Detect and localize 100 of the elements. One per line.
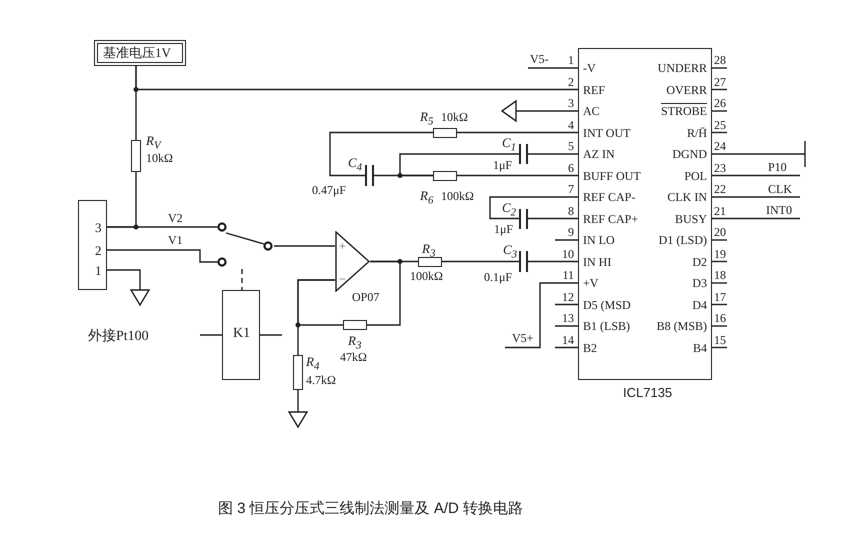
value-label: 10kΩ bbox=[146, 151, 173, 165]
pin-number: 3 bbox=[567, 96, 574, 110]
mechanical-link bbox=[241, 269, 243, 290]
pin-number: 7 bbox=[567, 182, 574, 196]
pin-name: R/H̄ bbox=[686, 126, 707, 140]
wire bbox=[135, 66, 137, 140]
signal-label: V5- bbox=[530, 52, 549, 66]
op-amp-symbol bbox=[335, 231, 370, 292]
pin-number: 2 bbox=[95, 244, 102, 258]
value-label: 100kΩ bbox=[441, 189, 474, 203]
component-label: R$_{3}$ bbox=[348, 334, 362, 352]
pin-number: 4 bbox=[567, 118, 574, 132]
pin-name: REF CAP- bbox=[583, 190, 636, 204]
pin-name: D5 (MSD bbox=[583, 298, 631, 312]
pin-name: B8 (MSB) bbox=[656, 319, 707, 333]
pin-number: 13 bbox=[561, 311, 574, 325]
wire bbox=[297, 279, 335, 355]
pin-number: 23 bbox=[714, 160, 726, 174]
value-label: 47kΩ bbox=[340, 350, 367, 364]
pin-number: 12 bbox=[561, 290, 574, 304]
capacitor-symbol bbox=[365, 165, 374, 186]
pin-number: 11 bbox=[561, 268, 574, 282]
pin-number: 5 bbox=[567, 139, 574, 153]
signal-label: V2 bbox=[168, 211, 183, 225]
signal-label: P10 bbox=[768, 160, 787, 174]
resistor-symbol bbox=[433, 128, 457, 138]
input-sign: − bbox=[339, 272, 346, 286]
component-label: C$_{1}$ bbox=[502, 136, 516, 155]
pin-name: BUSY bbox=[674, 212, 707, 226]
pin-name: CLK IN bbox=[667, 190, 707, 204]
chip-label: ICL7135 bbox=[623, 386, 672, 400]
pin-name: POL bbox=[684, 168, 707, 182]
wire bbox=[457, 174, 578, 176]
component-label: C$_{3}$ bbox=[503, 243, 518, 262]
component-label: R$_{4}$ bbox=[306, 355, 320, 374]
pin-number: 20 bbox=[714, 225, 726, 239]
pin-name: B2 bbox=[583, 340, 598, 354]
input-sign: + bbox=[339, 239, 346, 253]
pin-number: 1 bbox=[95, 264, 102, 278]
reference-voltage-box bbox=[94, 40, 186, 66]
pin-name: D1 (LSD) bbox=[658, 233, 707, 247]
wire bbox=[442, 260, 519, 262]
pin-name: OVERR bbox=[666, 82, 707, 96]
wire bbox=[399, 153, 519, 176]
pin-number: 26 bbox=[714, 96, 726, 110]
value-label: 1μF bbox=[493, 158, 512, 172]
capacitor-symbol bbox=[519, 208, 528, 228]
pin-number: 3 bbox=[95, 221, 102, 235]
pin-name: BUFF OUT bbox=[583, 168, 641, 182]
capacitor-symbol bbox=[519, 144, 528, 164]
signal-label: V5+ bbox=[512, 331, 534, 345]
component-label: C$_{4}$ bbox=[348, 156, 362, 175]
wire bbox=[107, 249, 218, 263]
capacitor-symbol bbox=[519, 251, 528, 272]
pin-name: B4 bbox=[692, 340, 707, 354]
pin-number: 14 bbox=[561, 332, 574, 346]
resistor-symbol bbox=[418, 256, 442, 266]
pin-name: B1 (LSB) bbox=[583, 319, 630, 333]
signal-label: V1 bbox=[168, 233, 183, 247]
pin-name: D3 bbox=[692, 276, 707, 290]
value-label: 4.7kΩ bbox=[306, 373, 336, 387]
pin-number: 10 bbox=[561, 246, 574, 260]
pin-name: AZ IN bbox=[583, 147, 615, 161]
resistor-symbol bbox=[131, 140, 141, 172]
resistor-symbol bbox=[343, 320, 367, 330]
pin-number: 24 bbox=[714, 139, 726, 153]
pin-name: REF bbox=[583, 82, 606, 96]
value-label: 1μF bbox=[494, 222, 514, 236]
value-label: 0.1μF bbox=[484, 270, 512, 284]
component-label: R$_{V}$ bbox=[146, 134, 161, 153]
pin-number: 19 bbox=[714, 246, 726, 260]
wire bbox=[489, 196, 578, 220]
pin-number: 8 bbox=[567, 204, 574, 218]
wire bbox=[274, 245, 335, 247]
pin-name: INT OUT bbox=[583, 126, 630, 140]
pin-number: 21 bbox=[714, 204, 726, 218]
wire bbox=[457, 132, 578, 134]
pin-number: 25 bbox=[714, 118, 726, 132]
resistor-symbol bbox=[293, 355, 303, 390]
pin-number: 22 bbox=[714, 182, 726, 196]
pin-number: 16 bbox=[714, 311, 726, 325]
pin-number: 18 bbox=[714, 268, 726, 282]
pin-number: 6 bbox=[567, 160, 574, 174]
caption: 图 3 恒压分压式三线制法测量及 A/D 转换电路 bbox=[218, 502, 524, 516]
signal-label: CLK bbox=[768, 182, 792, 196]
pin-number: 15 bbox=[714, 332, 726, 346]
pin-name: +V bbox=[583, 276, 598, 290]
pin-name: STROBE bbox=[660, 104, 707, 118]
wire bbox=[329, 132, 433, 176]
pin-number: 17 bbox=[714, 290, 726, 304]
relay-label: K1 bbox=[233, 327, 250, 341]
connector-block bbox=[78, 200, 107, 290]
signal-label: INT0 bbox=[766, 203, 792, 217]
resistor-symbol bbox=[433, 170, 457, 180]
value-label: 100kΩ bbox=[410, 269, 443, 283]
component-label: R$_{6}$ bbox=[420, 189, 434, 208]
pin-number: 2 bbox=[567, 74, 574, 88]
pin-name: REF CAP+ bbox=[583, 212, 638, 226]
pin-name: -V bbox=[583, 61, 596, 75]
value-label: 10kΩ bbox=[441, 110, 468, 124]
